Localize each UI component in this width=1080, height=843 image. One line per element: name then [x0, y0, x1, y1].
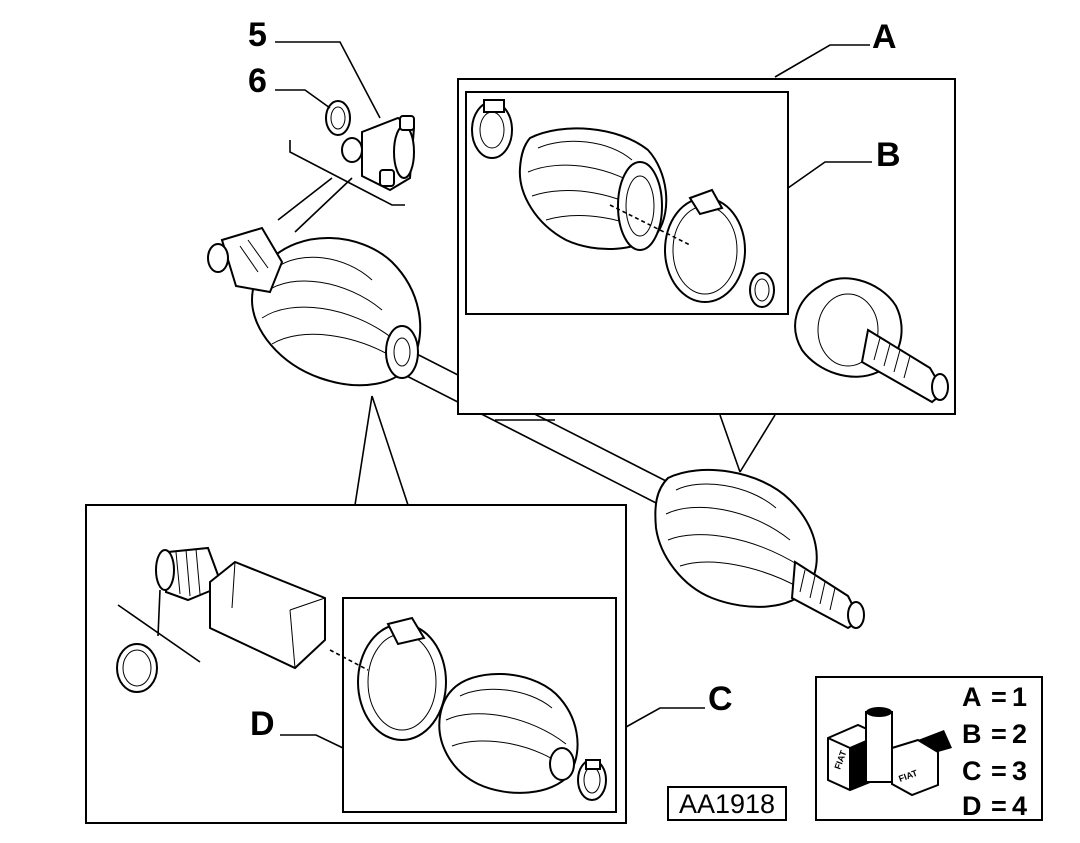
- callout-d: D: [250, 705, 275, 743]
- legend-box: FIAT FIAT A = 1 B = 2 C = 3 D = 4: [815, 676, 1043, 821]
- callout-c: C: [708, 680, 733, 718]
- inner-spline-shaft: [155, 546, 224, 602]
- tripod-spider: [341, 115, 416, 192]
- small-clamp-d: [577, 759, 607, 801]
- legend-row-d: D = 4: [962, 791, 1027, 821]
- svg-text:2: 2: [1012, 719, 1027, 749]
- tripod-circlip: [325, 100, 351, 136]
- outer-joint-stub: [790, 560, 865, 630]
- inner-boot-main: [250, 237, 422, 387]
- fiat-kit-logo: FIAT FIAT: [827, 707, 952, 797]
- boot-b: [518, 127, 668, 251]
- callout-b: B: [876, 136, 901, 174]
- circlip-c: [116, 643, 158, 693]
- legend-row-a: A = 1: [962, 682, 1027, 712]
- outer-boot-main: [654, 468, 818, 608]
- svg-text:=: =: [991, 791, 1007, 821]
- tripod-housing-end: [207, 226, 284, 294]
- small-clamp-b: [471, 99, 513, 159]
- svg-text:C: C: [962, 756, 982, 786]
- drive-shaft-assembly: [207, 226, 865, 630]
- svg-text:B: B: [962, 719, 982, 749]
- svg-text:=: =: [991, 719, 1007, 749]
- svg-text:4: 4: [1012, 791, 1027, 821]
- drawing-code-box: AA1918: [667, 786, 787, 821]
- large-clamp-d: [357, 616, 447, 741]
- boot-d: [438, 673, 579, 794]
- inner-joint-housing: [209, 560, 326, 670]
- svg-text:1: 1: [1012, 682, 1027, 712]
- callout-6: 6: [248, 62, 267, 100]
- legend-row-c: C = 3: [962, 756, 1027, 786]
- drawing-code: AA1918: [679, 789, 775, 819]
- svg-text:=: =: [991, 682, 1007, 712]
- svg-text:D: D: [962, 791, 982, 821]
- svg-text:3: 3: [1012, 756, 1027, 786]
- callout-a: A: [872, 18, 897, 56]
- legend-row-b: B = 2: [962, 719, 1027, 749]
- svg-text:A: A: [962, 682, 982, 712]
- callout-5: 5: [248, 16, 267, 54]
- outer-cv-joint: [794, 277, 949, 404]
- large-clamp-b: [664, 188, 746, 303]
- circlip-b: [749, 272, 775, 308]
- svg-text:=: =: [991, 756, 1007, 786]
